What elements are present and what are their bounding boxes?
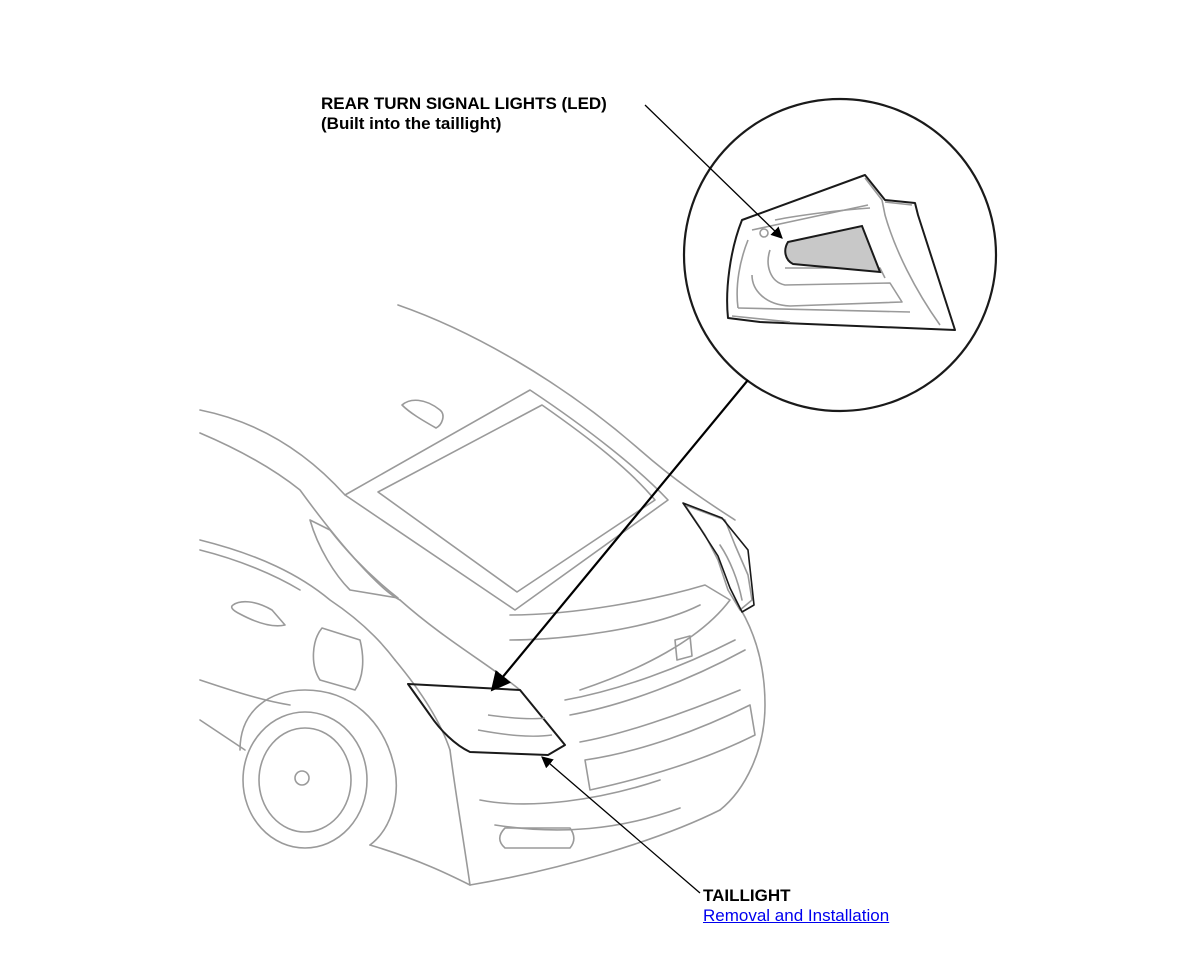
- callout-arrow-icon: [541, 756, 701, 894]
- turn-signal-callout: REAR TURN SIGNAL LIGHTS (LED) (Built int…: [321, 94, 607, 134]
- vehicle-outline: [199, 304, 766, 886]
- taillight-label: TAILLIGHT: [703, 886, 791, 905]
- callout-arrow-icon: [644, 104, 783, 239]
- turn-signal-sublabel: (Built into the taillight): [321, 114, 502, 133]
- detail-magnifier-icon: [682, 97, 998, 413]
- turn-signal-label: REAR TURN SIGNAL LIGHTS (LED): [321, 94, 607, 113]
- led-turn-signal-region: [784, 224, 882, 274]
- removal-installation-link[interactable]: Removal and Installation: [703, 906, 890, 925]
- taillight-highlight: [407, 502, 755, 756]
- detail-connector-arrow: [490, 379, 749, 692]
